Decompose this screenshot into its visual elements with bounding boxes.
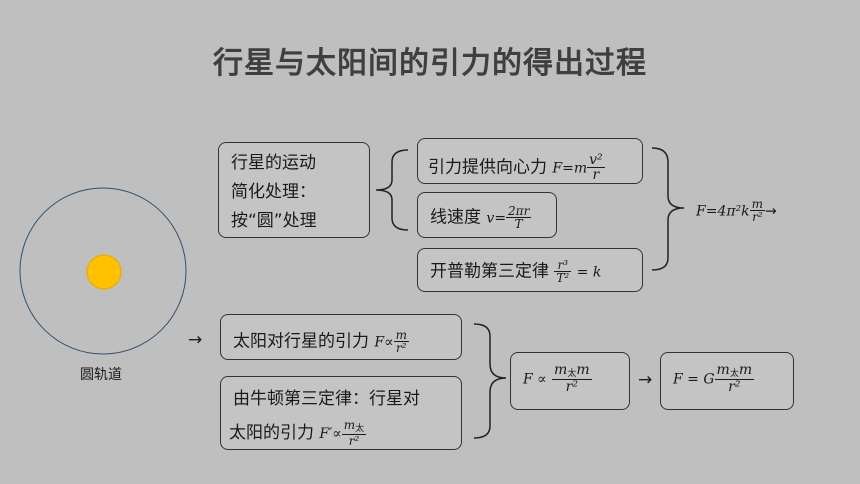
velocity-num: 2πr xyxy=(506,204,532,218)
result1-arrow: → xyxy=(765,203,777,220)
sun-force-lhs: F∝ xyxy=(374,334,394,351)
final-den: r² xyxy=(728,379,741,395)
simplify-line2: 简化处理： xyxy=(231,182,316,202)
velocity-text: 线速度 xyxy=(430,207,481,228)
combined-lhs: F ∝ xyxy=(523,371,547,388)
brace-bottom-right xyxy=(473,323,507,439)
final-lhs: F = G xyxy=(673,371,715,388)
centripetal-num: v² xyxy=(587,152,605,168)
simplify-box: 行星的运动 简化处理： 按“圆”处理 xyxy=(218,142,370,238)
newton3-num-sub: 太 xyxy=(355,424,365,434)
newton3-den: r² xyxy=(348,434,360,448)
combined-num-sub: 太 xyxy=(567,369,577,379)
page-title: 行星与太阳间的引力的得出过程 xyxy=(213,46,647,81)
sun-force-text: 太阳对行星的引力 xyxy=(233,331,369,352)
centripetal-lhs: F=m xyxy=(552,160,588,177)
newton3-line2: 太阳的引力 xyxy=(229,423,314,443)
newton3-num-m: m xyxy=(343,418,356,432)
centripetal-text: 引力提供向心力 xyxy=(428,157,547,178)
newton3-line1: 由牛顿第三定律：行星对 xyxy=(233,389,420,409)
kepler-num: r³ xyxy=(554,259,572,272)
sun-force-den: r² xyxy=(396,341,407,355)
brace-top-right xyxy=(651,147,685,271)
velocity-den: T xyxy=(514,217,523,231)
sun-circle xyxy=(86,254,122,290)
newton3-lhs: F′∝ xyxy=(319,426,342,442)
orbit-circle xyxy=(19,187,187,355)
final-num-m2: m xyxy=(738,362,753,378)
simplify-line3: 按“圆”处理 xyxy=(231,211,317,231)
combined-num-m2: m xyxy=(576,362,590,378)
velocity-lhs: v= xyxy=(486,210,507,227)
brace-top-left xyxy=(375,149,409,231)
arrow-left: → xyxy=(188,330,203,350)
kepler-text: 开普勒第三定律 xyxy=(430,261,549,282)
kepler-rhs: = k xyxy=(576,264,602,281)
centripetal-den: r xyxy=(592,167,600,183)
simplify-line1: 行星的运动 xyxy=(231,153,316,173)
result1-lhs: F=4π²k xyxy=(696,203,750,220)
arrow-mid: → xyxy=(638,370,653,390)
final-num-m: m xyxy=(716,362,730,378)
result1-den: r² xyxy=(752,210,763,224)
combined-den: r² xyxy=(565,379,578,395)
final-num-sub: 太 xyxy=(729,369,739,379)
sun-force-num: m xyxy=(393,328,409,342)
kepler-den: T² xyxy=(556,271,570,285)
orbit-label: 圆轨道 xyxy=(80,367,122,383)
combined-num-m: m xyxy=(554,362,568,378)
result1-num: m xyxy=(749,197,766,211)
